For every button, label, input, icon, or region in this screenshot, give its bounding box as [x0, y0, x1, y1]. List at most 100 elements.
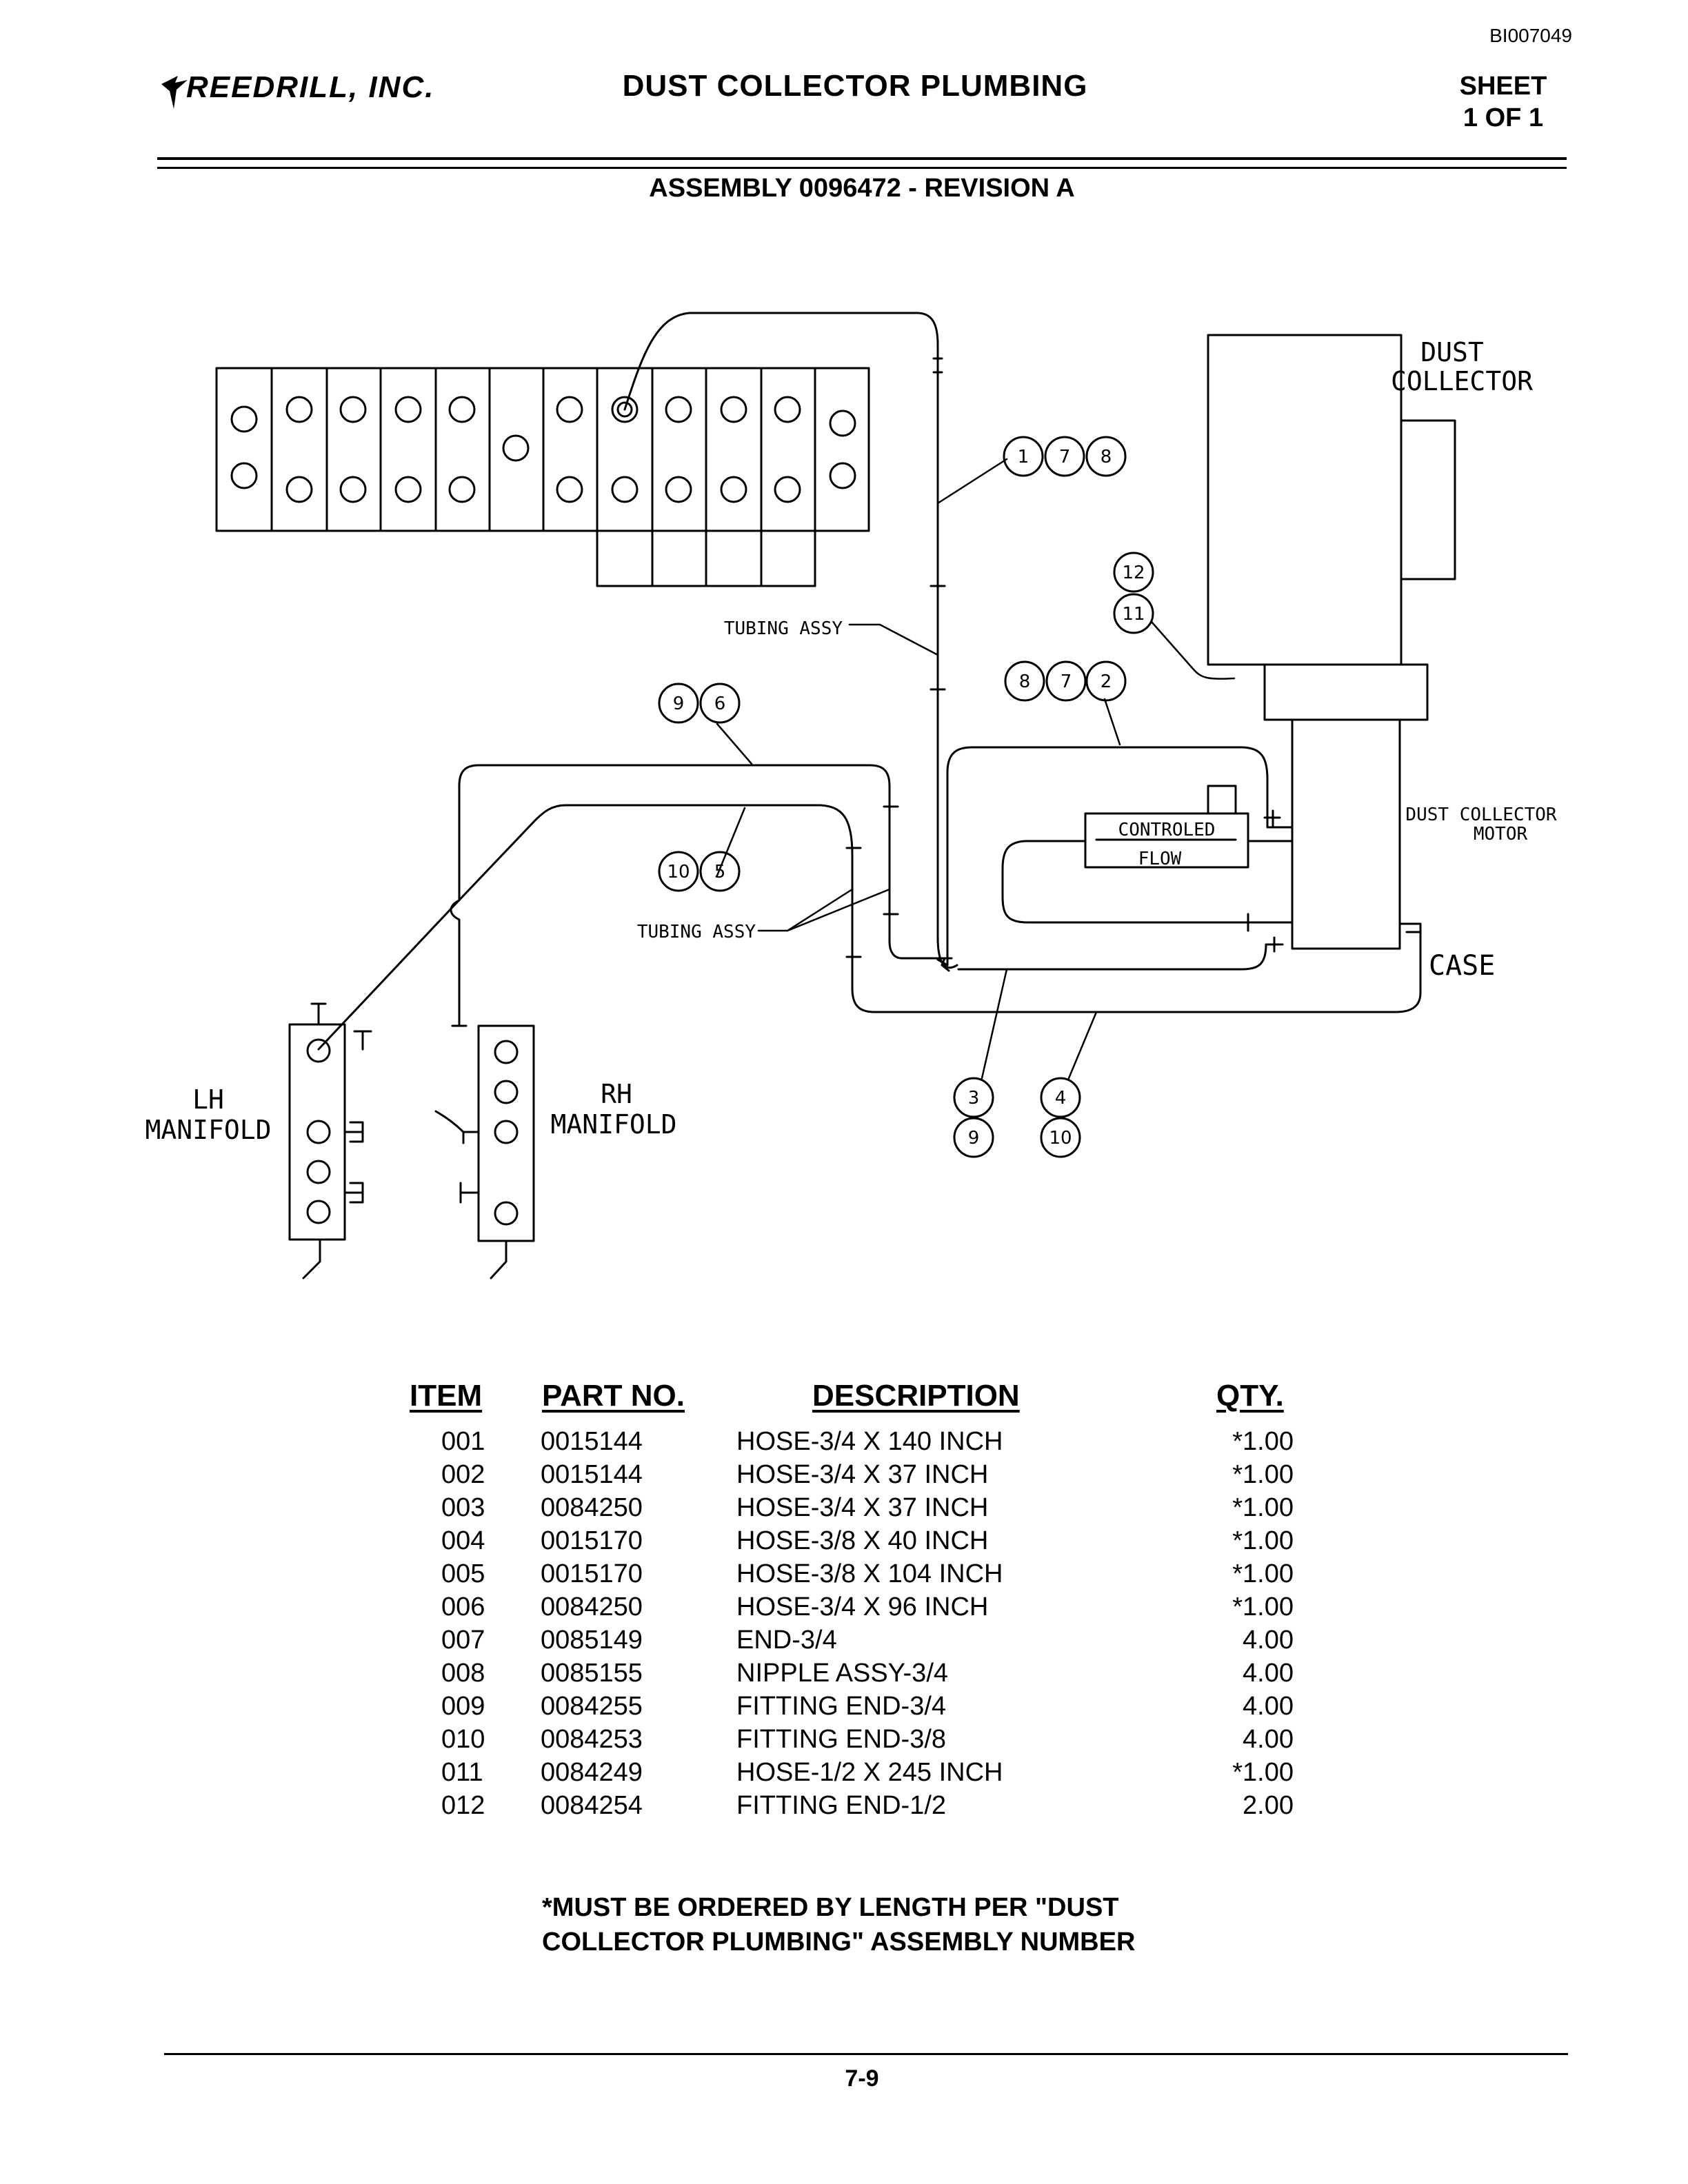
callout-d2: 6 [714, 694, 726, 714]
column-header-description: DESCRIPTION [812, 1379, 1020, 1413]
qty-cell: *1.00 [1232, 1593, 1294, 1621]
item-cell: 003 [441, 1493, 485, 1522]
controlled-flow-label-line1: CONTROLED [1118, 820, 1216, 840]
table-row: 006 0084250 HOSE-3/4 X 96 INCH *1.00 [0, 1593, 1688, 1626]
description-cell: HOSE-3/8 X 104 INCH [736, 1559, 1003, 1588]
callout-f2: 9 [968, 1128, 980, 1149]
table-row: 012 0084254 FITTING END-1/2 2.00 [0, 1791, 1688, 1824]
qty-cell: *1.00 [1232, 1559, 1294, 1588]
part-no-cell: 0084253 [541, 1725, 643, 1754]
motor-label-line1: DUST COLLECTOR [1405, 805, 1556, 825]
motor-label-line2: MOTOR [1474, 824, 1528, 845]
column-header-part-no: PART NO. [542, 1379, 685, 1413]
table-row: 003 0084250 HOSE-3/4 X 37 INCH *1.00 [0, 1493, 1688, 1526]
lh-tubing [310, 904, 455, 1051]
lh-manifold [288, 1023, 364, 1280]
qty-cell: *1.00 [1232, 1460, 1294, 1489]
case-hose [452, 804, 1422, 1013]
item-cell: 005 [441, 1559, 485, 1588]
item-cell: 011 [441, 1758, 483, 1787]
description-cell: FITTING END-3/8 [736, 1725, 947, 1754]
part-no-cell: 0015144 [541, 1427, 643, 1456]
part-no-cell: 0085155 [541, 1659, 643, 1688]
leader-lines [716, 458, 1236, 1080]
qty-cell: 2.00 [1243, 1791, 1294, 1820]
qty-cell: 4.00 [1243, 1659, 1294, 1688]
qty-cell: 4.00 [1243, 1725, 1294, 1754]
callout-c1: 8 [1019, 671, 1031, 692]
table-row: 007 0085149 END-3/4 4.00 [0, 1626, 1688, 1659]
item-cell: 002 [441, 1460, 485, 1489]
item-cell: 004 [441, 1526, 485, 1555]
qty-cell: *1.00 [1232, 1493, 1294, 1522]
part-no-cell: 0084255 [541, 1692, 643, 1721]
rh-manifold-label-line2: MANIFOLD [550, 1109, 676, 1140]
main-tubing [623, 312, 958, 969]
tubing-assy-label-lower: TUBING ASSY [637, 922, 756, 942]
sheet-count: 1 OF 1 [1463, 103, 1544, 132]
dust-collector-label-line2: COLLECTOR [1391, 366, 1533, 396]
callout-b2: 11 [1122, 604, 1145, 625]
part-no-cell: 0084250 [541, 1493, 643, 1522]
table-row: 002 0015144 HOSE-3/4 X 37 INCH *1.00 [0, 1460, 1688, 1493]
description-cell: FITTING END-1/2 [736, 1791, 947, 1820]
item-cell: 008 [441, 1659, 485, 1688]
table-row: 001 0015144 HOSE-3/4 X 140 INCH *1.00 [0, 1427, 1688, 1460]
column-header-item: ITEM [410, 1379, 483, 1413]
page-title: DUST COLLECTOR PLUMBING [622, 69, 1088, 103]
qty-cell: *1.00 [1232, 1758, 1294, 1787]
callout-a2: 7 [1059, 447, 1071, 467]
table-row: 004 0015170 HOSE-3/8 X 40 INCH *1.00 [0, 1526, 1688, 1559]
rh-manifold [434, 1024, 535, 1280]
callout-c3: 2 [1101, 671, 1112, 692]
ordering-note-line2: COLLECTOR PLUMBING" ASSEMBLY NUMBER [542, 1928, 1136, 1957]
callout-e1: 10 [667, 862, 690, 882]
part-no-cell: 0015170 [541, 1559, 643, 1588]
callout-d1: 9 [673, 694, 685, 714]
header-rule [157, 157, 1567, 160]
controlled-flow-label-line2: FLOW [1138, 849, 1182, 869]
document-id: BI007049 [1489, 25, 1572, 46]
item-cell: 010 [441, 1725, 485, 1754]
lh-manifold-label-line1: LH [192, 1084, 224, 1115]
header-rule-secondary [157, 167, 1567, 169]
footer-rule [164, 2053, 1568, 2055]
sheet-indicator: SHEET 1 OF 1 [1420, 70, 1586, 134]
item-cell: 009 [441, 1692, 485, 1721]
dust-collector-label-line1: DUST [1420, 337, 1484, 367]
dust-collector-housing [1207, 334, 1456, 950]
qty-cell: *1.00 [1232, 1427, 1294, 1456]
plumbing-diagram: 1 7 8 12 11 8 7 2 9 6 10 5 3 9 4 10 DUST… [145, 312, 1557, 1280]
tubing-assy-label-upper: TUBING ASSY [724, 618, 843, 639]
table-row: 008 0085155 NIPPLE ASSY-3/4 4.00 [0, 1659, 1688, 1692]
sheet-label: SHEET [1459, 72, 1547, 101]
callout-bubbles [658, 436, 1154, 1158]
case-label: CASE [1429, 950, 1495, 982]
description-cell: HOSE-3/4 X 140 INCH [736, 1427, 1003, 1456]
callout-c2: 7 [1061, 671, 1072, 692]
item-cell: 012 [441, 1791, 485, 1820]
assembly-subtitle: ASSEMBLY 0096472 - REVISION A [649, 174, 1075, 203]
drill-bit-logo-icon [161, 76, 188, 109]
table-row: 005 0015170 HOSE-3/8 X 104 INCH *1.00 [0, 1559, 1688, 1593]
qty-cell: *1.00 [1232, 1526, 1294, 1555]
valve-bank [215, 367, 870, 587]
table-row: 010 0084253 FITTING END-3/8 4.00 [0, 1725, 1688, 1758]
description-cell: HOSE-1/2 X 245 INCH [736, 1758, 1003, 1787]
callout-e2: 5 [714, 862, 726, 882]
callout-f1: 3 [968, 1088, 980, 1109]
ordering-note: *MUST BE ORDERED BY LENGTH PER "DUST COL… [542, 1890, 1369, 1959]
part-no-cell: 0084250 [541, 1593, 643, 1621]
qty-cell: 4.00 [1243, 1626, 1294, 1655]
item-cell: 006 [441, 1593, 485, 1621]
callout-g2: 10 [1049, 1128, 1072, 1149]
table-row: 011 0084249 HOSE-1/2 X 245 INCH *1.00 [0, 1758, 1688, 1791]
callout-g1: 4 [1055, 1088, 1067, 1109]
qty-cell: 4.00 [1243, 1692, 1294, 1721]
description-cell: HOSE-3/8 X 40 INCH [736, 1526, 989, 1555]
description-cell: FITTING END-3/4 [736, 1692, 947, 1721]
controlled-flow-loop [936, 746, 1294, 972]
callout-numbers: 1 7 8 12 11 8 7 2 9 6 10 5 3 9 4 10 [667, 447, 1145, 1149]
part-no-cell: 0015170 [541, 1526, 643, 1555]
callout-a1: 1 [1018, 447, 1029, 467]
